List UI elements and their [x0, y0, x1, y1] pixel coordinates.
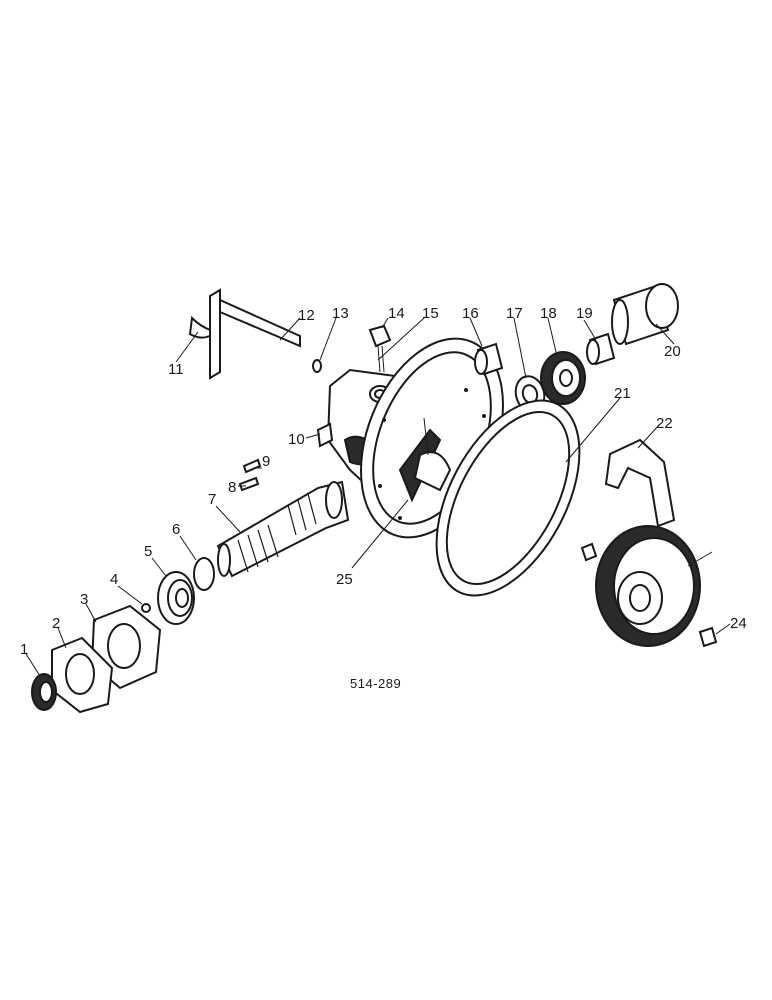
part-key-8 — [238, 476, 260, 492]
callout-7: 7 — [208, 491, 216, 508]
part-pin-4 — [141, 603, 151, 613]
part-plug-14 — [368, 324, 392, 373]
part-fork-22 — [604, 438, 676, 528]
callout-2: 2 — [52, 615, 60, 632]
callout-13: 13 — [332, 305, 349, 322]
callout-17: 17 — [506, 305, 523, 322]
callout-18: 18 — [540, 305, 557, 322]
part-block-a — [580, 542, 598, 562]
callout-4: 4 — [110, 571, 118, 588]
callout-19: 19 — [576, 305, 593, 322]
part-shaft-7 — [216, 480, 350, 578]
part-cover-2 — [51, 636, 114, 714]
part-snap-ring-6 — [193, 557, 215, 591]
callout-6: 6 — [172, 521, 180, 538]
part-bushing-19 — [586, 332, 616, 366]
part-block-24 — [698, 626, 718, 648]
callout-20: 20 — [664, 343, 681, 360]
part-bracket-rod — [188, 288, 301, 380]
callout-12: 12 — [298, 307, 315, 324]
part-shaft-20 — [611, 283, 679, 346]
part-ring-13 — [312, 359, 322, 373]
callout-21: 21 — [614, 385, 631, 402]
callout-10: 10 — [288, 431, 305, 448]
part-gear-18 — [540, 351, 586, 405]
callout-11: 11 — [168, 361, 184, 378]
part-bushing-16 — [474, 342, 504, 376]
callout-8: 8 — [228, 479, 236, 496]
part-large-gear — [595, 525, 701, 647]
callout-9: 9 — [262, 453, 270, 470]
part-seal-1 — [31, 673, 57, 711]
callout-5: 5 — [144, 543, 152, 560]
figure-code: 514-289 — [350, 676, 401, 691]
leader-lines — [25, 317, 731, 677]
part-gasket-21 — [435, 399, 581, 597]
part-key-9 — [242, 458, 262, 474]
callout-24: 24 — [730, 615, 747, 632]
callout-25: 25 — [336, 571, 353, 588]
callout-22: 22 — [656, 415, 673, 432]
callout-14: 14 — [388, 305, 405, 322]
callout-16: 16 — [462, 305, 479, 322]
part-bearing-5 — [157, 571, 195, 625]
callout-1: 1 — [20, 641, 28, 658]
callout-3: 3 — [80, 591, 88, 608]
callout-15: 15 — [422, 305, 439, 322]
